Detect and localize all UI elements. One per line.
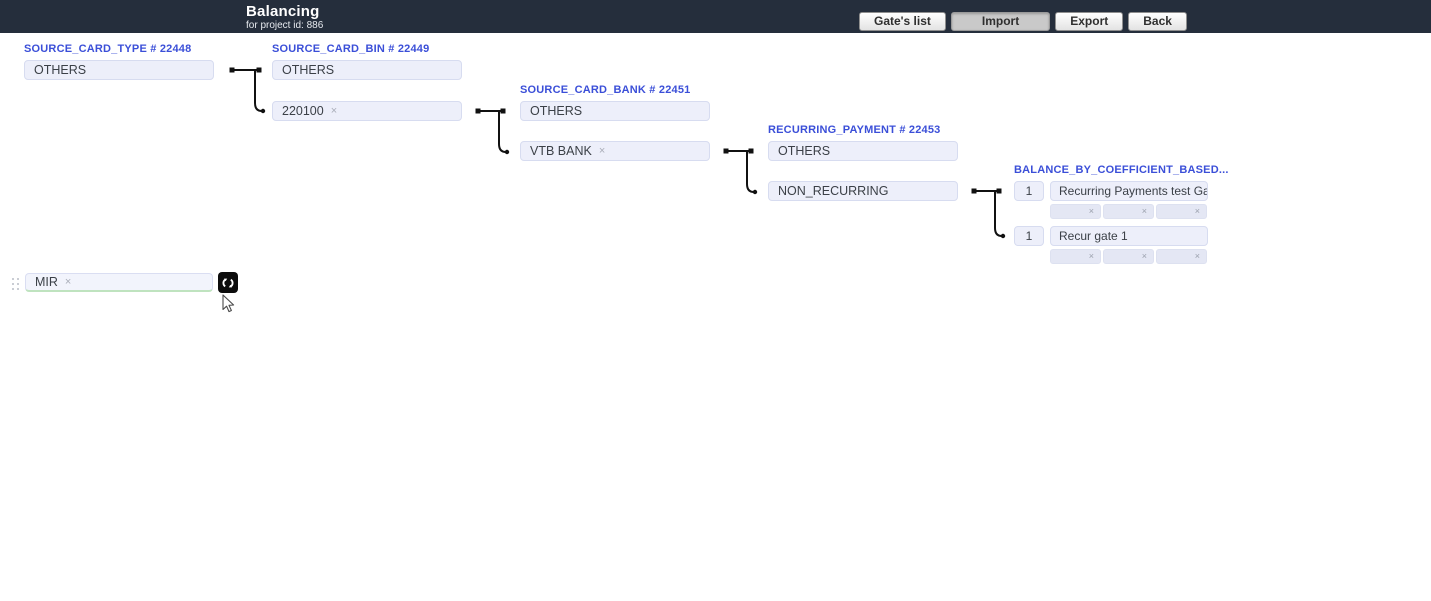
palette-chip-mir[interactable]: MIR × [25, 273, 213, 292]
value-box-non-recurring[interactable]: NON_RECURRING [768, 181, 958, 201]
gate-slot[interactable]: × [1050, 249, 1101, 264]
project-id-subtitle: for project id: 886 [246, 20, 324, 31]
swap-refresh-icon [222, 278, 234, 287]
value-label: OTHERS [530, 104, 583, 118]
column-title-recurring-payment: RECURRING_PAYMENT # 22453 [768, 124, 941, 136]
swap-button[interactable] [218, 272, 238, 293]
column-title-source-card-bank: SOURCE_CARD_BANK # 22451 [520, 84, 691, 96]
value-label: OTHERS [34, 63, 87, 77]
value-label: MIR [35, 275, 58, 289]
remove-icon[interactable]: × [330, 104, 338, 117]
page-title: Balancing [246, 3, 320, 20]
app-header: Balancing for project id: 886 Gate's lis… [0, 0, 1431, 33]
remove-icon[interactable]: × [64, 276, 72, 288]
gate-slots-row2: × × × [1050, 249, 1207, 264]
back-button[interactable]: Back [1128, 12, 1187, 31]
value-box-others-2[interactable]: OTHERS [272, 60, 462, 80]
remove-icon[interactable]: × [1141, 206, 1147, 216]
drag-handle-icon[interactable] [10, 277, 20, 291]
import-button[interactable]: Import [950, 12, 1051, 31]
header-buttons: Gate's list Import Export Back [859, 12, 1187, 31]
gate-slot[interactable]: × [1103, 249, 1154, 264]
remove-icon[interactable]: × [1141, 251, 1147, 261]
gate-slots-row1: × × × [1050, 204, 1207, 219]
remove-icon[interactable]: × [1194, 206, 1200, 216]
value-box-vtb-bank[interactable]: VTB BANK × [520, 141, 710, 161]
gate-slot[interactable]: × [1156, 204, 1207, 219]
value-label: OTHERS [778, 144, 831, 158]
remove-icon[interactable]: × [1194, 251, 1200, 261]
value-box-others-3[interactable]: OTHERS [520, 101, 710, 121]
mouse-cursor [222, 294, 235, 313]
gate-name-row2[interactable]: Recur gate 1 [1050, 226, 1208, 246]
column-title-source-card-bin: SOURCE_CARD_BIN # 22449 [272, 43, 430, 55]
gate-name-row1[interactable]: Recurring Payments test Gate [1050, 181, 1208, 201]
export-button[interactable]: Export [1055, 12, 1124, 31]
value-label: 220100 [282, 104, 324, 118]
column-title-balance-by-coefficient: BALANCE_BY_COEFFICIENT_BASED... [1014, 164, 1229, 176]
value-label: VTB BANK [530, 144, 592, 158]
column-title-source-card-type: SOURCE_CARD_TYPE # 22448 [24, 43, 192, 55]
value-label: OTHERS [282, 63, 335, 77]
gate-slot[interactable]: × [1156, 249, 1207, 264]
page-title-block: Balancing for project id: 886 [246, 3, 323, 31]
gates-list-button[interactable]: Gate's list [859, 12, 946, 31]
value-label: NON_RECURRING [778, 184, 889, 198]
remove-icon[interactable]: × [1088, 206, 1094, 216]
gate-slot[interactable]: × [1050, 204, 1101, 219]
coefficient-input-row2[interactable]: 1 [1014, 226, 1044, 246]
value-box-others-1[interactable]: OTHERS [24, 60, 214, 80]
remove-icon[interactable]: × [598, 144, 606, 157]
value-box-others-4[interactable]: OTHERS [768, 141, 958, 161]
value-box-220100[interactable]: 220100 × [272, 101, 462, 121]
remove-icon[interactable]: × [1088, 251, 1094, 261]
coefficient-input-row1[interactable]: 1 [1014, 181, 1044, 201]
gate-slot[interactable]: × [1103, 204, 1154, 219]
